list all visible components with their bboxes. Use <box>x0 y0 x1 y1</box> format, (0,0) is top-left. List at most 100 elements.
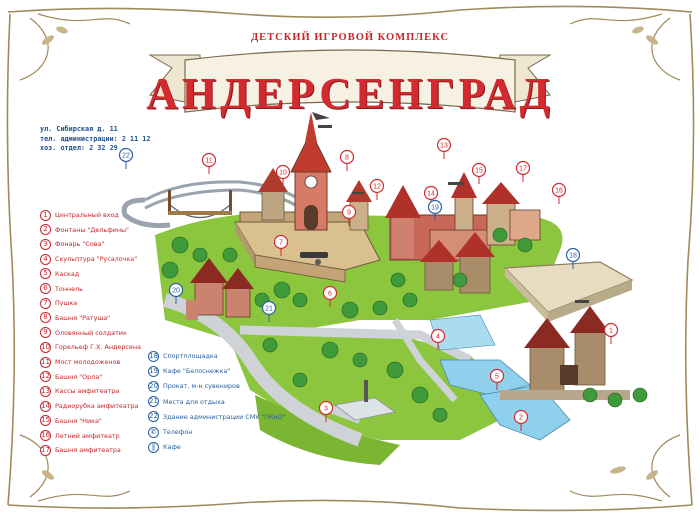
map-marker-label: 11 <box>205 158 212 165</box>
legend-number: 17 <box>40 444 51 456</box>
legend-item: 15 Башня "Ника" <box>40 415 102 427</box>
legend-label: Кассы амфитеатра <box>55 387 120 396</box>
map-marker-6[interactable]: 6 <box>322 285 338 308</box>
legend-number: 6 <box>40 283 51 294</box>
map-marker-label: 16 <box>555 188 563 195</box>
map-marker-17[interactable]: 17 <box>515 160 531 183</box>
corner-leaves <box>42 26 658 480</box>
legend-label: Скульптура "Русалочка" <box>55 255 138 264</box>
legend-label: Башня амфитеатра <box>55 446 121 455</box>
legend-number: 22 <box>148 411 159 423</box>
map-marker-21[interactable]: 21 <box>261 300 277 323</box>
map-marker-13[interactable]: 13 <box>436 137 452 160</box>
map-marker-label: 19 <box>431 205 439 212</box>
legend-label: Фонарь "Сова" <box>55 240 105 249</box>
map-marker-label: 8 <box>345 155 349 162</box>
map-marker-4[interactable]: 4 <box>430 328 446 351</box>
legend-item: ‖Кафе <box>148 441 181 453</box>
legend-label: Горельеф Г.Х. Андерсена <box>55 343 141 352</box>
page-title: АНДЕРСЕНГРАД <box>146 69 554 118</box>
map-marker-16[interactable]: 16 <box>551 182 567 205</box>
map-marker-label: 14 <box>427 191 435 198</box>
legend-number: 20 <box>148 380 159 392</box>
legend-number: 14 <box>40 400 51 412</box>
map-marker-1[interactable]: 1 <box>603 322 619 345</box>
legend-label: Места для отдыха <box>163 397 225 406</box>
legend-label: Башня "Ника" <box>55 416 102 425</box>
legend-number: 15 <box>40 415 51 427</box>
map-marker-label: 18 <box>569 253 577 260</box>
sports-ground <box>503 261 634 322</box>
legend-item: 14 Радиорубка амфитеатра <box>40 400 138 412</box>
map-marker-8[interactable]: 8 <box>339 149 355 172</box>
legend-label: Каскад <box>55 269 80 278</box>
admin-phone-text: тел. администрации: 2 11 12 <box>40 134 151 143</box>
map-marker-label: 2 <box>519 415 523 422</box>
legend-label: Здание администрации СМУ "ПКиО" <box>163 412 286 421</box>
map-marker-label: 5 <box>495 374 499 381</box>
map-marker-18[interactable]: 18 <box>565 247 581 270</box>
legend-label: Пушка <box>55 299 78 308</box>
main-entrance <box>500 306 630 400</box>
map-marker-15[interactable]: 15 <box>471 162 487 185</box>
map-marker-3[interactable]: 3 <box>318 400 334 423</box>
map-marker-11[interactable]: 11 <box>201 152 217 175</box>
legend-number: 8 <box>40 312 51 324</box>
legend-number: 12 <box>40 371 51 383</box>
town-hall-tower <box>290 112 332 231</box>
map-marker-9[interactable]: 9 <box>341 204 357 227</box>
legend-number: 1 <box>40 209 51 221</box>
legend-number: 9 <box>40 327 51 339</box>
map-marker-19[interactable]: 19 <box>427 199 443 222</box>
amphitheater-castle <box>385 172 541 294</box>
page-subtitle: ДЕТСКИЙ ИГРОВОЙ КОМПЛЕКС <box>250 32 450 43</box>
trees <box>161 227 648 423</box>
cafe-icon: ‖ <box>148 441 159 453</box>
map-marker-7[interactable]: 7 <box>273 234 289 257</box>
map-marker-label: 20 <box>172 288 180 295</box>
legend-label: Башня "Орла" <box>55 372 103 381</box>
legend-number: 18 <box>148 350 159 362</box>
legend-label: Летний амфитеатр <box>55 431 120 440</box>
legend-label: Телефон <box>163 428 193 436</box>
map-marker-label: 21 <box>265 306 273 313</box>
legend-label: Прокат, м-н сувениров <box>163 382 240 391</box>
map-marker-5[interactable]: 5 <box>489 368 505 391</box>
map-marker-2[interactable]: 2 <box>513 409 529 432</box>
legend-item: 7 Пушка <box>40 297 77 309</box>
legend-number: 7 <box>40 297 51 309</box>
map-marker-label: 3 <box>324 406 328 413</box>
map-marker-22[interactable]: 22 <box>118 147 134 170</box>
legend-item: 12 Башня "Орла" <box>40 371 102 383</box>
turret-left <box>258 168 288 221</box>
legend-number: 4 <box>40 253 51 265</box>
household-phone-text: хоз. отдел: 2 32 29 <box>40 144 118 152</box>
map-marker-label: 22 <box>122 153 130 160</box>
map-marker-10[interactable]: 10 <box>275 164 291 187</box>
legend-number: 11 <box>40 356 51 368</box>
legend-label: Радиорубка амфитеатра <box>55 402 139 411</box>
map-marker-12[interactable]: 12 <box>369 178 385 201</box>
legend-item: ✆Телефон <box>148 426 192 438</box>
map-marker-label: 12 <box>373 184 381 191</box>
legend-label: Кафе "Белоснежка" <box>163 367 231 376</box>
map-marker-20[interactable]: 20 <box>168 282 184 305</box>
contact-info: ул. Сибирская д. 11 тел. администрации: … <box>40 125 151 154</box>
map-marker-label: 9 <box>347 210 351 217</box>
legend-label: Башня "Ратуша" <box>55 313 111 322</box>
map-marker-label: 4 <box>436 334 440 341</box>
map-marker-14[interactable]: 14 <box>423 185 439 208</box>
legend-number: 19 <box>148 365 159 377</box>
